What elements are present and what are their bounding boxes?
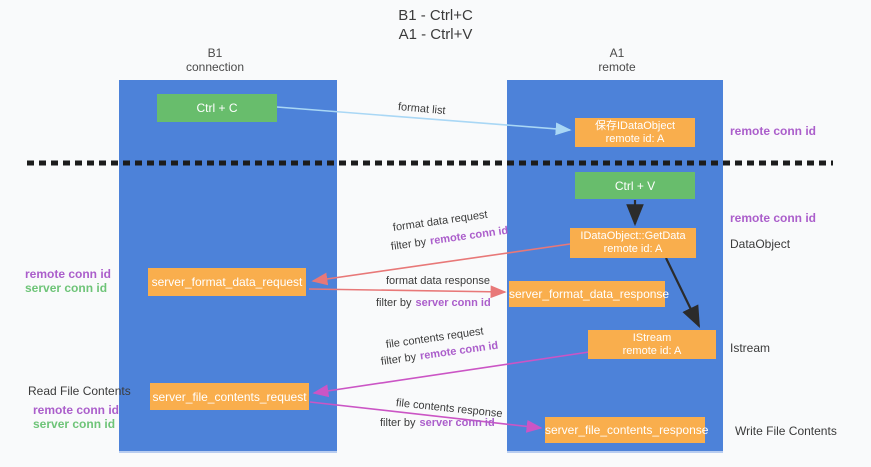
server-format-data-response-label: server_format_data_response xyxy=(509,287,670,301)
node-ctrl-c: Ctrl + C xyxy=(157,94,277,122)
ctrl-c-label: Ctrl + C xyxy=(196,101,238,115)
node-istream: IStream remote id: A xyxy=(588,330,716,359)
annot-istream: Istream xyxy=(730,341,771,355)
lane-b1-subtitle: connection xyxy=(185,60,245,74)
lane-header-a1: A1 remote xyxy=(557,46,677,74)
label-format-list: format list xyxy=(397,101,447,118)
store-idataobject-line1: 保存IDataObject xyxy=(594,119,676,132)
filter-by-text: filter by xyxy=(376,297,412,309)
lane-header-b1: B1 connection xyxy=(155,46,275,74)
ctrl-v-label: Ctrl + V xyxy=(614,178,656,193)
arrow-format-data-response xyxy=(308,285,507,299)
annot-dataobject: DataObject xyxy=(730,237,791,251)
node-server-file-contents-request: server_file_contents_request xyxy=(150,383,309,410)
annot-write-file-contents: Write File Contents xyxy=(735,424,837,438)
annot-remote-conn-id-mid: remote conn id xyxy=(730,211,817,225)
node-store-idataobject: 保存IDataObject remote id: A xyxy=(575,118,695,147)
remote-conn-id-text: remote conn id xyxy=(429,224,509,248)
label-format-data-response: format data response xyxy=(386,275,490,287)
title-line-2: A1 - Ctrl+V xyxy=(398,26,473,43)
istream-line2: remote id: A xyxy=(622,344,682,357)
annot-server-conn-id-left2: server conn id xyxy=(33,417,116,431)
filter-by-text: filter by xyxy=(390,236,427,253)
lane-a1-subtitle: remote xyxy=(598,60,636,74)
store-idataobject-line2: remote id: A xyxy=(605,132,665,145)
server-format-data-request-label: server_format_data_request xyxy=(151,275,303,289)
filter-by-text: filter by xyxy=(380,351,417,368)
server-file-contents-response-label: server_file_contents_response xyxy=(545,423,709,437)
diagram-title: B1 - Ctrl+C A1 - Ctrl+V xyxy=(0,6,871,44)
annot-read-file-contents: Read File Contents xyxy=(28,384,131,398)
lane-b1-title: B1 xyxy=(207,46,223,60)
getdata-line2: remote id: A xyxy=(603,243,663,255)
annot-remote-conn-id-top: remote conn id xyxy=(730,124,817,138)
server-file-contents-request-label: server_file_contents_request xyxy=(152,389,307,404)
node-ctrl-v: Ctrl + V xyxy=(575,172,695,199)
node-server-format-data-request: server_format_data_request xyxy=(148,268,306,296)
istream-line1: IStream xyxy=(632,331,672,344)
annot-remote-conn-id-left1: remote conn id xyxy=(25,267,112,281)
filter-by-text: filter by xyxy=(380,417,416,429)
annot-server-conn-id-left1: server conn id xyxy=(25,281,108,295)
annot-remote-conn-id-left2: remote conn id xyxy=(33,403,120,417)
getdata-line1: IDataObject::GetData xyxy=(580,230,686,242)
node-server-format-data-response: server_format_data_response xyxy=(509,281,670,307)
title-line-1: B1 - Ctrl+C xyxy=(398,7,473,24)
lane-a1-title: A1 xyxy=(609,46,625,60)
node-server-file-contents-response: server_file_contents_response xyxy=(545,417,709,443)
node-idataobject-getdata: IDataObject::GetData remote id: A xyxy=(570,228,696,258)
server-conn-id-text: server conn id xyxy=(419,417,495,429)
server-conn-id-text: server conn id xyxy=(415,297,491,309)
